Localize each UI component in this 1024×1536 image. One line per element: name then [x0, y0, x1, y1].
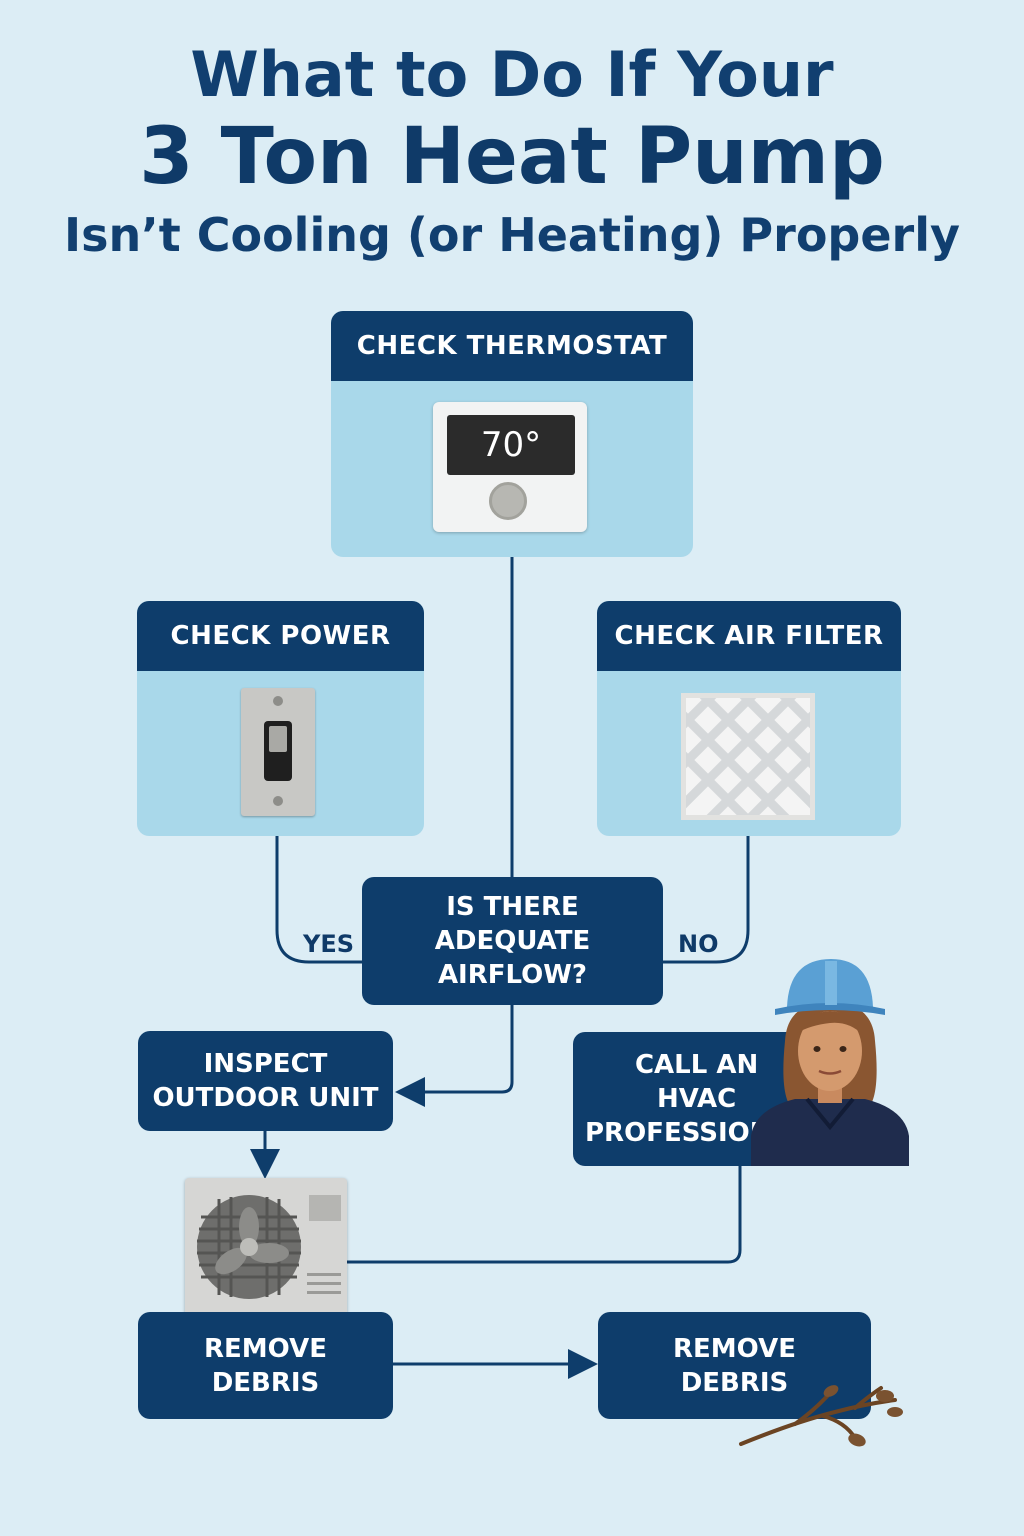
technician-icon — [751, 959, 909, 1166]
check-thermostat-label: CHECK THERMOSTAT — [331, 311, 693, 381]
debris-twig-icon — [739, 1385, 903, 1447]
call-pro-line-2: HVAC — [656, 1084, 737, 1114]
remove-debris-node-right: REMOVE DEBRIS — [598, 1312, 871, 1419]
title-line-1: What to Do If Your — [190, 38, 834, 111]
remove-left-line-2: DEBRIS — [211, 1367, 320, 1398]
check-air-filter-label: CHECK AIR FILTER — [597, 601, 901, 671]
check-air-filter-card: CHECK AIR FILTER — [597, 601, 901, 836]
decision-line-1: IS THERE — [446, 892, 579, 922]
thermostat-dial — [489, 482, 527, 520]
inspect-line-1: INSPECT — [203, 1049, 328, 1079]
outdoor-unit-icon — [185, 1178, 347, 1318]
remove-debris-node-left: REMOVE DEBRIS — [138, 1312, 393, 1419]
yes-label: YES — [303, 930, 355, 958]
arrow-decision-to-inspect — [395, 1004, 514, 1107]
remove-right-line-2: DEBRIS — [680, 1367, 789, 1398]
remove-left-line-1: REMOVE — [204, 1333, 327, 1364]
line-power-yes — [275, 836, 362, 964]
inspect-outdoor-unit-node: INSPECT OUTDOOR UNIT — [138, 1031, 393, 1131]
remove-right-line-1: REMOVE — [673, 1333, 796, 1364]
adequate-airflow-decision: IS THERE ADEQUATE AIRFLOW? — [362, 877, 663, 1005]
air-filter-icon — [679, 691, 817, 822]
title-line-3: Isn’t Cooling (or Heating) Properly — [63, 208, 960, 262]
line-filter-no — [663, 836, 750, 964]
light-switch-icon — [241, 688, 315, 816]
call-pro-line-1: CALL AN — [634, 1050, 759, 1080]
decision-line-2: ADEQUATE — [434, 926, 591, 956]
check-power-card: CHECK POWER — [137, 601, 424, 836]
thermostat-icon: 70° — [433, 402, 587, 532]
thermostat-display: 70° — [447, 415, 575, 475]
inspect-line-2: OUTDOOR UNIT — [152, 1083, 379, 1113]
line-pro-to-unit — [346, 1166, 742, 1264]
decision-line-3: AIRFLOW? — [437, 960, 588, 990]
check-thermostat-card: CHECK THERMOSTAT 70° — [331, 311, 693, 557]
title-line-2: 3 Ton Heat Pump — [139, 112, 885, 202]
check-power-label: CHECK POWER — [137, 601, 424, 671]
no-label: NO — [678, 930, 719, 958]
